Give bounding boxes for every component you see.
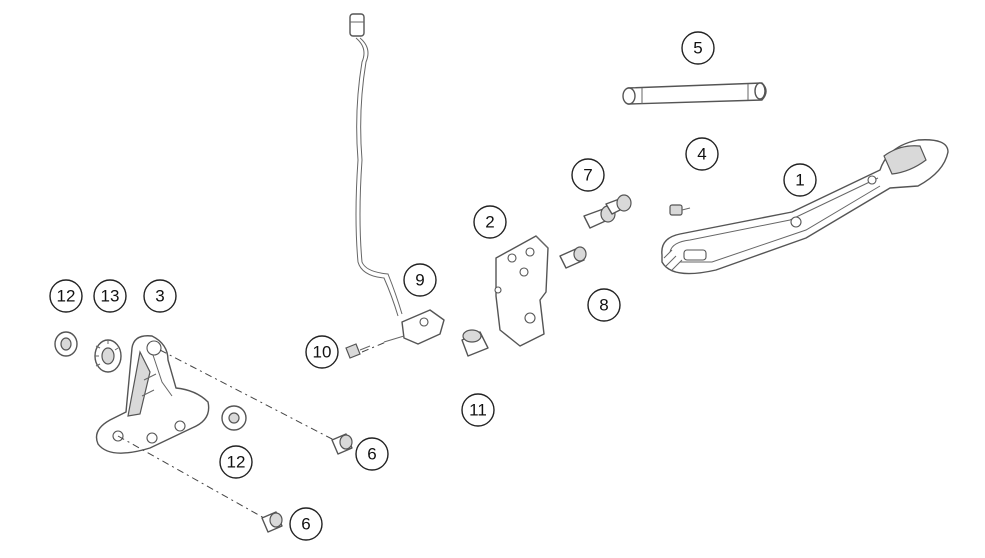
callout-label: 5 bbox=[693, 39, 702, 58]
callout-label: 11 bbox=[469, 401, 487, 420]
callout-c11: 11 bbox=[461, 393, 495, 427]
assembly-lines bbox=[117, 341, 387, 519]
callout-label: 6 bbox=[301, 515, 310, 534]
callout-c12a: 12 bbox=[49, 279, 83, 313]
callout-circle bbox=[403, 263, 437, 297]
callout-c10: 10 bbox=[305, 335, 339, 369]
part-9-sidestand-switch[interactable] bbox=[349, 13, 445, 345]
callout-circle bbox=[305, 335, 339, 369]
callout-circle bbox=[93, 279, 127, 313]
callout-circle bbox=[473, 205, 507, 239]
callout-label: 12 bbox=[57, 287, 76, 306]
callout-label: 2 bbox=[485, 213, 494, 232]
callout-c13: 13 bbox=[93, 279, 127, 313]
callout-c6b: 6 bbox=[289, 507, 323, 541]
part-8-pin[interactable] bbox=[559, 246, 587, 269]
callout-circle bbox=[587, 288, 621, 322]
callout-c8: 8 bbox=[587, 288, 621, 322]
callout-circle bbox=[289, 507, 323, 541]
part-5-rod[interactable] bbox=[622, 82, 767, 105]
callout-c9: 9 bbox=[403, 263, 437, 297]
callout-label: 9 bbox=[415, 271, 424, 290]
callout-circle bbox=[143, 279, 177, 313]
callout-label: 7 bbox=[583, 166, 592, 185]
part-10-screw[interactable] bbox=[345, 343, 371, 359]
part-12-washer-top[interactable] bbox=[54, 331, 78, 357]
part-3-footrest-bracket[interactable] bbox=[95, 335, 210, 454]
callout-c4: 4 bbox=[685, 137, 719, 171]
part-12-washer-bottom[interactable] bbox=[221, 405, 247, 431]
part-4-screw[interactable] bbox=[669, 204, 691, 216]
callout-label: 6 bbox=[367, 445, 376, 464]
callout-c3: 3 bbox=[143, 279, 177, 313]
callout-c2: 2 bbox=[473, 205, 507, 239]
part-2-bracket-plate[interactable] bbox=[494, 235, 549, 347]
callout-circle bbox=[685, 137, 719, 171]
callout-c6a: 6 bbox=[355, 437, 389, 471]
callout-circle bbox=[571, 158, 605, 192]
callout-label: 3 bbox=[155, 287, 164, 306]
part-13-serrated-washer[interactable] bbox=[94, 339, 122, 373]
callout-label: 12 bbox=[227, 453, 246, 472]
callout-label: 13 bbox=[101, 287, 120, 306]
part-11-sleeve[interactable] bbox=[461, 329, 489, 357]
callout-circle bbox=[49, 279, 83, 313]
callout-label: 4 bbox=[697, 145, 706, 164]
part-1-side-stand[interactable] bbox=[661, 139, 949, 275]
callout-c12b: 12 bbox=[219, 445, 253, 479]
callout-c7: 7 bbox=[571, 158, 605, 192]
callout-circle bbox=[461, 393, 495, 427]
callout-circle bbox=[681, 31, 715, 65]
part-7-bolts[interactable] bbox=[583, 194, 632, 229]
part-6-bolt-lower[interactable] bbox=[261, 511, 283, 533]
callout-circle bbox=[783, 163, 817, 197]
callout-c1: 1 bbox=[783, 163, 817, 197]
part-6-bolt-upper[interactable] bbox=[331, 433, 353, 455]
callout-c5: 5 bbox=[681, 31, 715, 65]
callout-label: 10 bbox=[313, 343, 332, 362]
callout-label: 8 bbox=[599, 296, 608, 315]
callout-label: 1 bbox=[795, 171, 804, 190]
callout-circle bbox=[219, 445, 253, 479]
callout-circle bbox=[355, 437, 389, 471]
